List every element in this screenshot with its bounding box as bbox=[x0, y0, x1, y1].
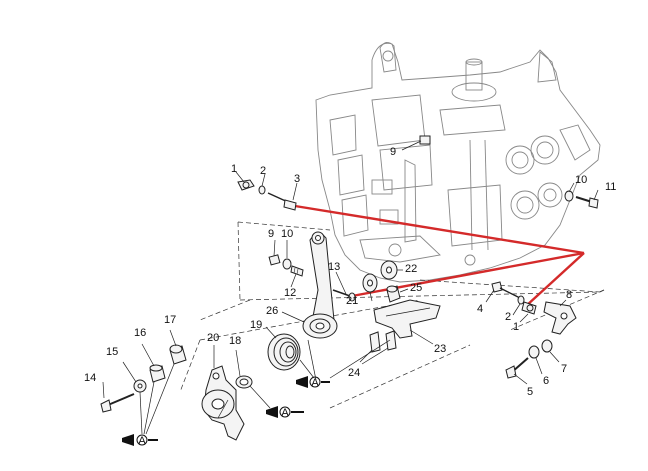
callout-5: 5 bbox=[527, 386, 533, 398]
callout-1: 1 bbox=[231, 163, 237, 175]
callout-4: 4 bbox=[477, 303, 483, 315]
callout-9-lower: 9 bbox=[268, 228, 274, 240]
grease-symbol-right: A bbox=[296, 376, 330, 389]
part-18-bushing bbox=[235, 375, 253, 389]
part-20-arm bbox=[201, 365, 245, 441]
grease-letter: A bbox=[281, 407, 289, 419]
grease-symbol-left: A bbox=[122, 434, 158, 447]
callout-17: 17 bbox=[164, 314, 176, 326]
callout-2-right: 2 bbox=[505, 311, 511, 323]
part-17-bushing bbox=[169, 344, 187, 365]
part-22-washer bbox=[380, 260, 398, 280]
part-21-washer bbox=[362, 273, 378, 293]
callout-18: 18 bbox=[229, 335, 241, 347]
part-9-nut-upper bbox=[419, 135, 431, 145]
callout-1-right: 1 bbox=[513, 321, 519, 333]
part-11-bolt bbox=[575, 196, 599, 209]
part-12-spring bbox=[290, 265, 304, 277]
part-2-washer bbox=[258, 185, 266, 195]
callout-24: 24 bbox=[348, 367, 360, 379]
grease-letter: A bbox=[311, 377, 319, 389]
callout-2: 2 bbox=[260, 165, 266, 177]
part-23-bracket bbox=[373, 299, 441, 339]
part-16-collar bbox=[149, 364, 166, 383]
part-8-lever bbox=[543, 301, 577, 335]
part-4-rod bbox=[491, 281, 521, 299]
callout-20: 20 bbox=[207, 332, 219, 344]
callout-26: 26 bbox=[266, 305, 278, 317]
part-2-washer-right bbox=[517, 295, 525, 305]
callout-labels: 1 2 3 9 10 11 9 10 12 13 21 22 25 26 19 … bbox=[84, 146, 616, 398]
callout-22: 22 bbox=[405, 263, 417, 275]
callout-9: 9 bbox=[390, 146, 396, 158]
part-6-collar bbox=[528, 345, 540, 359]
callout-6: 6 bbox=[543, 375, 549, 387]
callout-11: 11 bbox=[605, 181, 616, 193]
callout-15: 15 bbox=[106, 346, 118, 358]
callout-7: 7 bbox=[561, 363, 567, 375]
highlight-line-from-2 bbox=[525, 252, 585, 307]
highlight-lines bbox=[294, 204, 585, 307]
part-1-joint-right bbox=[521, 301, 537, 315]
part-10-washer bbox=[564, 190, 574, 202]
callout-10: 10 bbox=[575, 174, 587, 186]
part-1-joint bbox=[237, 179, 255, 191]
callout-10-lower: 10 bbox=[281, 228, 293, 240]
callout-14: 14 bbox=[84, 372, 96, 384]
part-15-washer bbox=[133, 379, 147, 393]
part-7-washer bbox=[541, 339, 553, 353]
callout-16: 16 bbox=[134, 327, 146, 339]
callout-23: 23 bbox=[434, 343, 446, 355]
callout-3: 3 bbox=[294, 173, 300, 185]
part-10-washer-lower bbox=[282, 258, 292, 270]
part-13-bolt bbox=[332, 289, 356, 302]
engine-block bbox=[315, 42, 601, 283]
part-9-nut bbox=[268, 254, 281, 266]
highlight-line-from-3 bbox=[294, 204, 585, 255]
callout-13: 13 bbox=[328, 261, 340, 273]
callout-25: 25 bbox=[410, 282, 422, 294]
part-26-lever bbox=[302, 231, 338, 339]
part-5-bolt bbox=[505, 357, 529, 379]
grease-letter: A bbox=[138, 435, 146, 447]
leader-lines bbox=[102, 140, 599, 435]
callout-21: 21 bbox=[346, 295, 358, 307]
part-14-bolt bbox=[100, 393, 135, 413]
grease-symbol-middle: A bbox=[266, 406, 304, 419]
callout-12: 12 bbox=[284, 287, 296, 299]
part-25-bushing bbox=[386, 285, 401, 303]
part-19-spring bbox=[267, 333, 301, 371]
part-3-rod bbox=[267, 192, 297, 211]
callout-8: 8 bbox=[566, 289, 572, 301]
part-24-bolts bbox=[369, 330, 397, 353]
callout-19: 19 bbox=[250, 319, 262, 331]
